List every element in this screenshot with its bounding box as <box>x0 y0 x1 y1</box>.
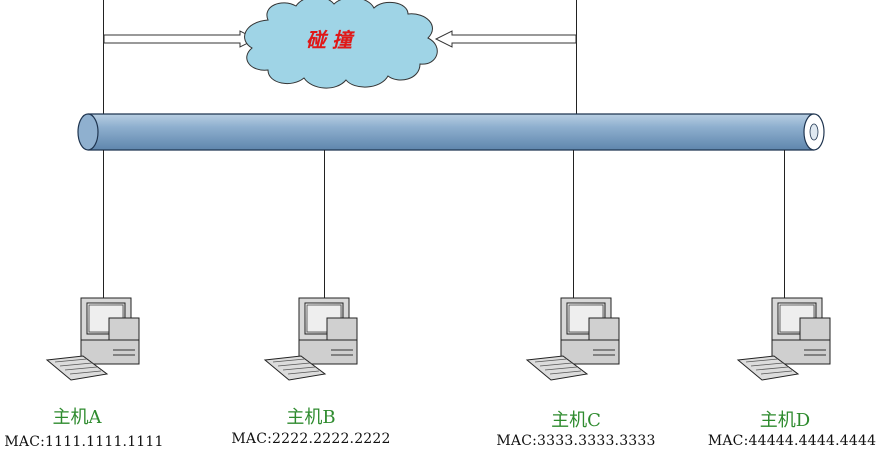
collision-cloud <box>244 0 438 89</box>
arrow-left <box>434 30 577 48</box>
computer-icon-a <box>46 297 140 381</box>
host-a-name: 主机A <box>52 407 102 428</box>
host-d-name: 主机D <box>759 410 811 431</box>
arrow-right <box>103 30 258 48</box>
collision-label: 碰撞 <box>306 28 358 52</box>
host-d-mac: MAC:44444.4444.4444 <box>707 433 877 449</box>
host-b-name: 主机B <box>286 407 336 428</box>
host-c-name: 主机C <box>551 410 601 431</box>
computer-icon-c <box>526 297 620 381</box>
computer-icon-d <box>737 297 831 381</box>
computer-icon-b <box>264 297 358 381</box>
bus-cable <box>77 113 825 151</box>
host-c-mac: MAC:3333.3333.3333 <box>496 433 656 449</box>
host-b-mac: MAC:2222.2222.2222 <box>231 431 391 447</box>
host-a-mac: MAC:1111.1111.1111 <box>4 434 164 450</box>
